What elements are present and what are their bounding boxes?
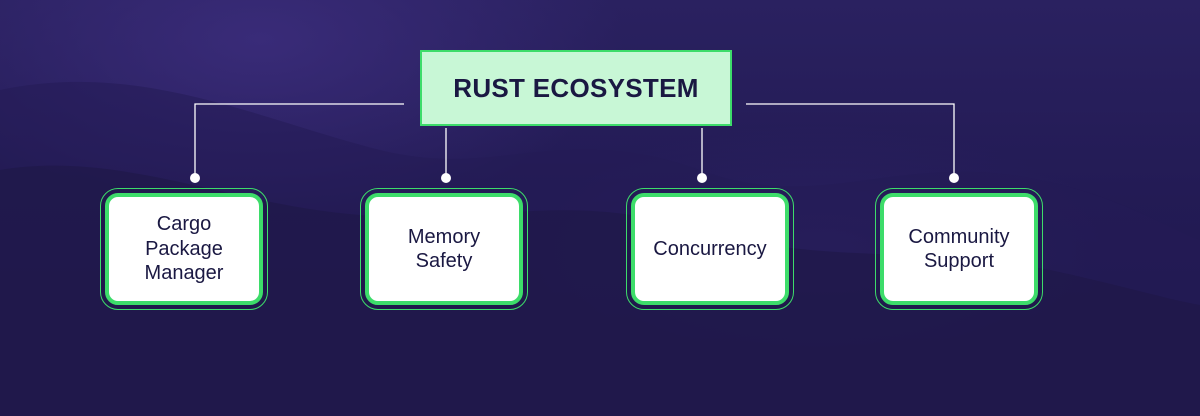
node-cargo-package-manager-box: Cargo Package Manager: [105, 193, 263, 305]
root-node: RUST ECOSYSTEM: [420, 50, 732, 126]
root-node-label: RUST ECOSYSTEM: [453, 72, 699, 103]
node-memory-safety-box: Memory Safety: [365, 193, 523, 305]
connector-dot-memory-safety: [441, 173, 451, 183]
node-cargo-package-manager: Cargo Package Manager: [100, 188, 268, 310]
node-concurrency-box: Concurrency: [631, 193, 789, 305]
connector-dot-cargo: [190, 173, 200, 183]
node-community-support-box: Community Support: [880, 193, 1038, 305]
node-label: Concurrency: [653, 237, 767, 260]
connector-dot-concurrency: [697, 173, 707, 183]
node-concurrency: Concurrency: [626, 188, 794, 310]
connector-to-community: [746, 103, 955, 178]
node-label: Memory Safety: [407, 225, 481, 272]
node-memory-safety: Memory Safety: [360, 188, 528, 310]
node-label: Cargo Package Manager: [144, 213, 224, 285]
connector-to-cargo: [194, 103, 404, 178]
node-label: Community Support: [908, 225, 1010, 272]
connector-dot-community: [949, 173, 959, 183]
node-community-support: Community Support: [875, 188, 1043, 310]
